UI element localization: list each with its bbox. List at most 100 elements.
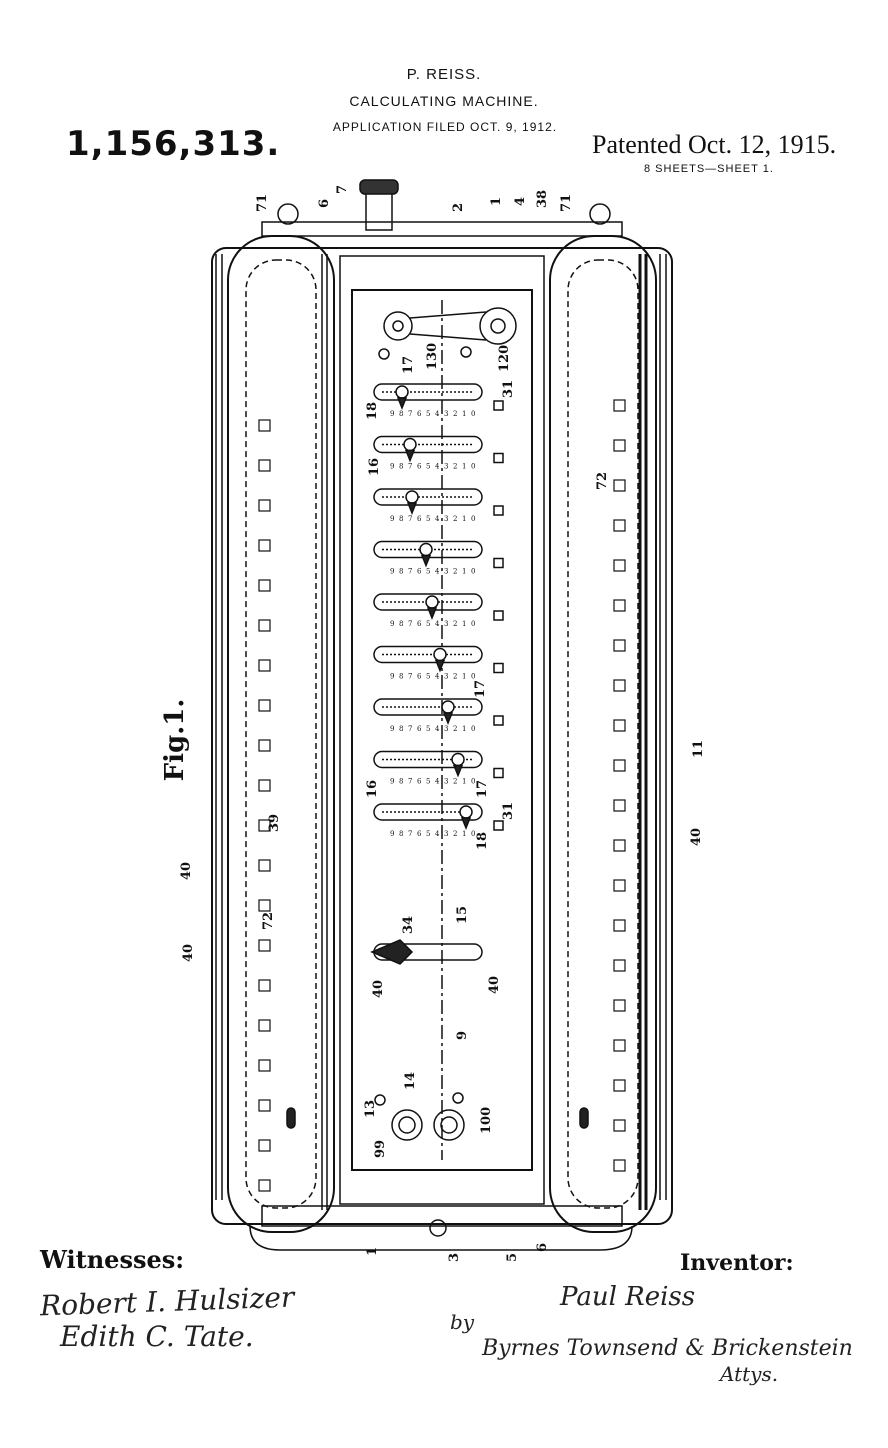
slot-digit: 3 xyxy=(444,620,448,628)
slot-digit: 5 xyxy=(426,778,430,786)
bottom-curve xyxy=(249,1225,633,1251)
pin xyxy=(286,1107,296,1129)
indicator-square xyxy=(493,662,504,674)
indicator-square xyxy=(493,767,504,779)
slot-digit: 4 xyxy=(435,463,440,471)
indicator-square xyxy=(493,452,504,464)
roller-key xyxy=(258,659,271,672)
slot-digit: 1 xyxy=(462,463,466,471)
roller-key xyxy=(613,799,626,812)
roller-key xyxy=(258,419,271,432)
roller-key xyxy=(613,839,626,852)
top-right-screw xyxy=(589,203,611,225)
slot-digit: 1 xyxy=(462,725,466,733)
slot-digit: 6 xyxy=(417,620,422,628)
slot-digit: 0 xyxy=(471,515,475,523)
roller-key xyxy=(258,699,271,712)
slot-digit: 9 xyxy=(390,620,394,628)
slot-digit: 3 xyxy=(444,515,448,523)
ref-16: 16 xyxy=(367,458,382,476)
top-rod xyxy=(261,221,623,237)
slot-digit: 0 xyxy=(471,568,475,576)
roller-key xyxy=(613,1079,626,1092)
ref-6-bottom: 6 xyxy=(535,1243,550,1252)
slot-digit: 0 xyxy=(471,463,475,471)
crank-link-lower xyxy=(409,333,487,341)
slot-digit: 7 xyxy=(408,725,412,733)
roller-key xyxy=(613,519,626,532)
slot-digit: 4 xyxy=(435,673,440,681)
roller-key xyxy=(258,499,271,512)
roller-key xyxy=(258,619,271,632)
slot-digit: 9 xyxy=(390,673,394,681)
slot-digit: 6 xyxy=(417,673,422,681)
slot-digit: 9 xyxy=(390,463,394,471)
crank-right-wheel xyxy=(479,307,517,345)
slot-pointer xyxy=(396,397,408,411)
slot-knob xyxy=(433,647,447,662)
roller-key xyxy=(613,1119,626,1132)
ref-72: 72 xyxy=(595,472,610,490)
ref-34: 34 xyxy=(401,916,416,934)
slot-digit: 7 xyxy=(408,830,412,838)
ref-1-bottom: 1 xyxy=(365,1247,380,1256)
ref-15: 15 xyxy=(455,906,470,924)
slot-digit: 1 xyxy=(462,778,466,786)
roller-key xyxy=(613,479,626,492)
digit-slot xyxy=(373,698,483,716)
slot-digit: 8 xyxy=(399,463,403,471)
slot-digit: 6 xyxy=(417,830,422,838)
slot-digit: 2 xyxy=(453,830,457,838)
roller-key xyxy=(258,579,271,592)
slot-knob xyxy=(405,490,419,504)
slot-digit: 2 xyxy=(453,568,457,576)
slot-digit: 9 xyxy=(390,725,394,733)
slot-pointer xyxy=(460,817,472,831)
slot-digit: 1 xyxy=(462,830,466,838)
slot-digit: 5 xyxy=(426,515,430,523)
ref-17c: 17 xyxy=(475,780,490,798)
slot-digit: 6 xyxy=(417,463,422,471)
ref-39: 39 xyxy=(267,814,282,832)
inventor-signature: Paul Reiss xyxy=(560,1282,696,1312)
slot-digit: 8 xyxy=(399,725,403,733)
slot-digit: 2 xyxy=(453,410,457,418)
slot-digit: 6 xyxy=(417,725,422,733)
slot-digit: 7 xyxy=(408,515,412,523)
screw xyxy=(452,1092,464,1104)
sheet-count: 8 SHEETS—SHEET 1. xyxy=(644,163,774,175)
roller-key xyxy=(258,819,271,832)
slot-digit: 7 xyxy=(408,620,412,628)
slot-digit: 4 xyxy=(435,620,440,628)
slot-digit: 0 xyxy=(471,830,475,838)
button-13-inner xyxy=(398,1116,416,1134)
slider-15-pointer xyxy=(370,939,414,965)
pin xyxy=(579,1107,589,1129)
bottom-rod xyxy=(261,1205,623,1227)
slot-digit: 8 xyxy=(399,830,403,838)
center-channel xyxy=(339,255,545,1205)
slot-digit: 7 xyxy=(408,463,412,471)
slot-digit: 6 xyxy=(417,410,422,418)
roller-key xyxy=(613,759,626,772)
slot-digit: 5 xyxy=(426,410,430,418)
ref-40-d: 40 xyxy=(487,976,502,994)
slot-digit: 6 xyxy=(417,568,422,576)
slot-digit: 0 xyxy=(471,778,475,786)
crank-left-wheel xyxy=(383,311,413,341)
slot-digit: 9 xyxy=(390,568,394,576)
attorneys-abbrev: Attys. xyxy=(720,1362,779,1386)
slot-digit: 2 xyxy=(453,725,457,733)
slot-digit: 2 xyxy=(453,620,457,628)
button-14-inner xyxy=(440,1116,458,1134)
roller-key xyxy=(258,859,271,872)
slot-digit: 1 xyxy=(462,568,466,576)
slot-digit: 5 xyxy=(426,568,430,576)
roller-key xyxy=(258,1099,271,1112)
ref-6: 6 xyxy=(317,199,332,208)
roller-key xyxy=(613,599,626,612)
ref-31b: 31 xyxy=(501,802,516,820)
slot-digit: 5 xyxy=(426,830,430,838)
slot-digit: 3 xyxy=(444,725,448,733)
roller-key xyxy=(258,979,271,992)
